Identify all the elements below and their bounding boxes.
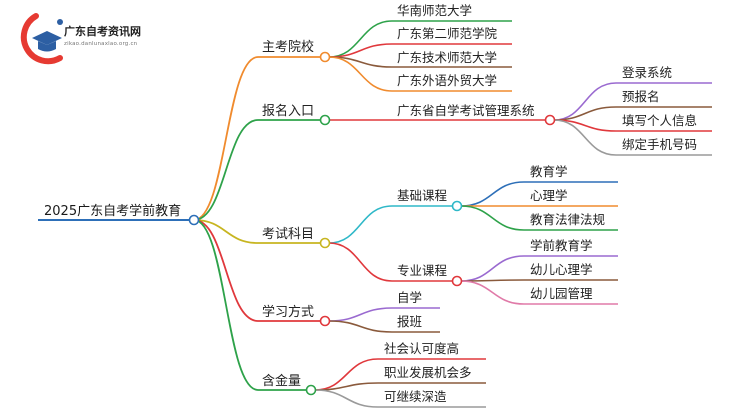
connector-value-0 xyxy=(314,358,379,391)
branch-main-schools: 主考院校 xyxy=(262,40,315,55)
school-gpnu: 广东技术师范大学 xyxy=(397,50,498,65)
basic-courses: 基础课程 xyxy=(397,188,448,203)
value-further-study: 可继续深造 xyxy=(384,389,447,404)
node-dot-branch-3 xyxy=(319,315,331,327)
connector-mode-1 xyxy=(328,320,393,333)
step-pre-register: 预报名 xyxy=(622,89,660,104)
logo-subtitle: zikao.danlunaxlao.org.cn xyxy=(64,41,138,47)
node-dot-branch-1 xyxy=(319,114,331,126)
school-scnu: 华南师范大学 xyxy=(397,3,473,18)
value-career: 职业发展机会多 xyxy=(384,365,472,380)
connector-course-1-2 xyxy=(460,280,525,305)
branch-value: 含金量 xyxy=(262,374,302,389)
connector-root-branch-3 xyxy=(193,219,259,322)
logo-graduation-cap-icon xyxy=(20,13,63,65)
connector-root-branch-2 xyxy=(193,219,259,244)
connector-step-3 xyxy=(553,119,617,156)
course-education-law: 教育法律法规 xyxy=(530,212,606,227)
connector-mode-0 xyxy=(328,307,393,322)
mode-class: 报班 xyxy=(397,314,423,329)
connector-root-branch-4 xyxy=(193,219,259,391)
connector-course-group-0 xyxy=(328,205,393,244)
node-dot-registration-system xyxy=(544,114,556,126)
course-psychology: 心理学 xyxy=(530,188,568,203)
connector-course-0-0 xyxy=(460,181,525,207)
major-courses: 专业课程 xyxy=(397,263,448,278)
step-login: 登录系统 xyxy=(622,65,673,80)
school-gdufs: 广东外语外贸大学 xyxy=(397,73,498,88)
course-kindergarten-management: 幼儿园管理 xyxy=(530,286,593,301)
node-dot-branch-4 xyxy=(305,384,317,396)
mode-self-study: 自学 xyxy=(397,290,423,305)
node-dot-branch-2 xyxy=(319,237,331,249)
course-preschool-education: 学前教育学 xyxy=(530,238,593,253)
step-personal-info: 填写个人信息 xyxy=(622,113,698,128)
school-gdei: 广东第二师范学院 xyxy=(397,26,498,41)
connector-root-branch-0 xyxy=(193,56,259,221)
branch-registration: 报名入口 xyxy=(262,104,315,119)
registration-system: 广东省自学考试管理系统 xyxy=(397,103,535,118)
connector-school-0 xyxy=(328,20,393,58)
logo-title: 广东自考资讯网 xyxy=(64,25,141,38)
connector-value-1 xyxy=(314,382,379,391)
value-recognition: 社会认可度高 xyxy=(384,341,460,356)
connector-step-0 xyxy=(553,82,617,121)
course-child-psychology: 幼儿心理学 xyxy=(530,262,593,277)
root-node: 2025广东自考学前教育 xyxy=(44,204,182,219)
connector-value-2 xyxy=(314,389,379,408)
node-dot-branch-0 xyxy=(319,51,331,63)
course-pedagogy: 教育学 xyxy=(530,164,568,179)
connector-school-3 xyxy=(328,56,393,92)
node-dot-course-group-0 xyxy=(451,200,463,212)
connector-course-group-1 xyxy=(328,242,393,282)
branch-exam-subjects: 考试科目 xyxy=(262,227,315,242)
connector-course-1-0 xyxy=(460,255,525,282)
branch-study-mode: 学习方式 xyxy=(262,305,315,320)
step-bind-phone: 绑定手机号码 xyxy=(622,137,698,152)
node-dot-root xyxy=(188,214,200,226)
connector-course-0-2 xyxy=(460,205,525,231)
node-dot-course-group-1 xyxy=(451,275,463,287)
connector-root-branch-1 xyxy=(193,119,259,221)
